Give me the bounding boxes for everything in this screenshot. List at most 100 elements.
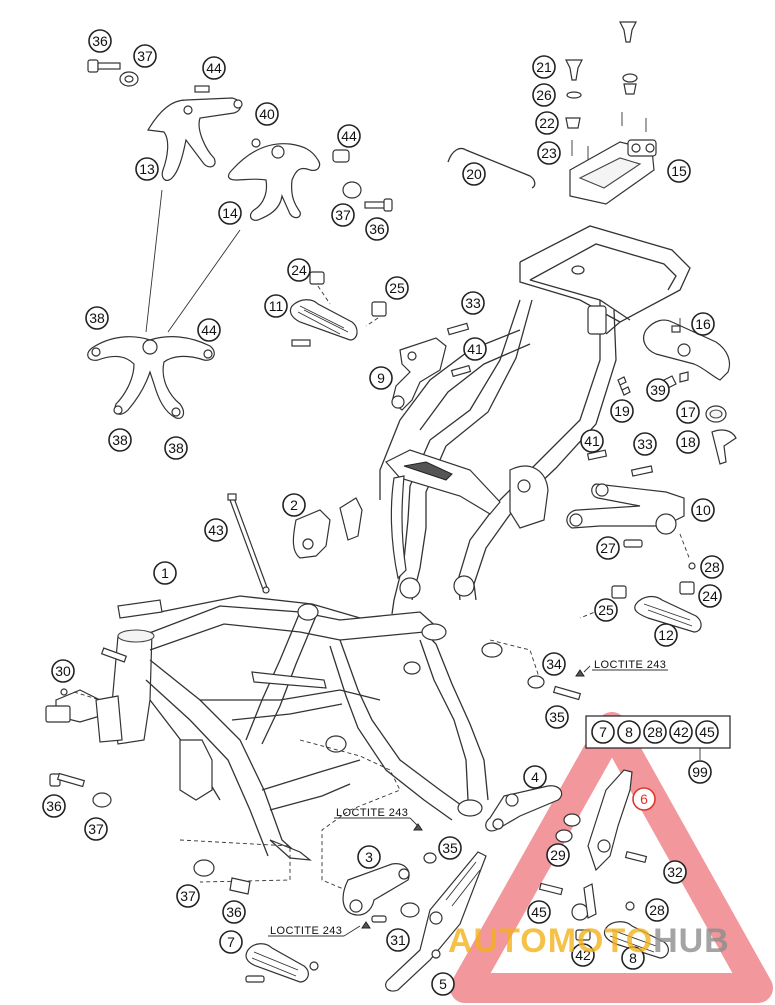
callout-1: 1 xyxy=(153,561,177,585)
callout-25: 25 xyxy=(594,598,618,622)
kit-callout-42: 42 xyxy=(669,720,693,744)
callout-44: 44 xyxy=(197,318,221,342)
svg-text:28: 28 xyxy=(647,724,663,740)
kit-callout-7: 7 xyxy=(591,720,615,744)
svg-text:38: 38 xyxy=(112,432,128,448)
callout-41: 41 xyxy=(463,337,487,361)
svg-text:6: 6 xyxy=(640,791,648,807)
footrest-bracket-10 xyxy=(566,449,696,570)
svg-text:19: 19 xyxy=(614,403,630,419)
svg-text:10: 10 xyxy=(695,502,711,518)
svg-text:18: 18 xyxy=(680,434,696,450)
footrest-11 xyxy=(289,271,387,347)
svg-text:34: 34 xyxy=(546,656,562,672)
callout-33: 33 xyxy=(461,291,485,315)
spring-19 xyxy=(617,376,631,396)
callout-5: 5 xyxy=(431,972,455,996)
bolt-36-top xyxy=(87,59,121,73)
bolt-36-mid xyxy=(364,198,393,212)
dashed-leaders xyxy=(73,609,601,897)
bracket-13 xyxy=(147,97,242,182)
svg-text:41: 41 xyxy=(584,433,600,449)
washer-26 xyxy=(566,91,582,99)
watermark-text: AUTOMOTOHUB xyxy=(448,922,729,960)
callout-45: 45 xyxy=(527,900,551,924)
bolt-35 xyxy=(552,685,582,701)
bushing-34 xyxy=(527,675,545,689)
heel-guard-6 xyxy=(587,769,648,872)
callout-37: 37 xyxy=(133,44,157,68)
svg-text:15: 15 xyxy=(671,163,687,179)
nut-40 xyxy=(251,138,261,148)
svg-text:4: 4 xyxy=(531,769,539,785)
svg-text:31: 31 xyxy=(390,932,406,948)
callout-38: 38 xyxy=(164,436,188,460)
svg-text:17: 17 xyxy=(680,404,696,420)
svg-text:37: 37 xyxy=(335,207,351,223)
svg-text:1: 1 xyxy=(161,565,169,581)
loctite-note-center: LOCTITE 243 xyxy=(336,807,408,819)
callout-10: 10 xyxy=(691,498,715,522)
spacer-37-top xyxy=(119,71,139,87)
watermark-logo xyxy=(450,712,773,1003)
svg-text:37: 37 xyxy=(180,888,196,904)
plate-25 xyxy=(371,301,387,317)
callout-31: 31 xyxy=(386,928,410,952)
callout-13: 13 xyxy=(135,157,159,181)
svg-text:38: 38 xyxy=(89,310,105,326)
svg-text:41: 41 xyxy=(467,341,483,357)
triple-plate-38 xyxy=(87,336,215,419)
svg-text:33: 33 xyxy=(637,436,653,452)
callout-15: 15 xyxy=(667,159,691,183)
callout-36: 36 xyxy=(365,217,389,241)
kit-callout-45: 45 xyxy=(695,720,719,744)
svg-text:40: 40 xyxy=(259,106,275,122)
callout-18: 18 xyxy=(676,430,700,454)
callout-23: 23 xyxy=(537,141,561,165)
plate-24b xyxy=(679,581,695,595)
callout-20: 20 xyxy=(462,162,486,186)
callout-29: 29 xyxy=(546,843,570,867)
callout-40: 40 xyxy=(255,102,279,126)
callout-36: 36 xyxy=(42,794,66,818)
callout-16: 16 xyxy=(691,312,715,336)
grommet-22 xyxy=(565,117,581,129)
svg-text:11: 11 xyxy=(269,298,284,314)
svg-text:21: 21 xyxy=(536,59,552,75)
bracket-2 xyxy=(292,497,363,559)
callout-17: 17 xyxy=(676,400,700,424)
svg-text:44: 44 xyxy=(206,60,222,76)
svg-text:16: 16 xyxy=(695,316,711,332)
callout-35: 35 xyxy=(545,705,569,729)
callout-12: 12 xyxy=(654,623,678,647)
spacer-37-mid xyxy=(342,181,362,199)
svg-text:37: 37 xyxy=(88,821,104,837)
svg-text:24: 24 xyxy=(702,588,718,604)
footrest-bracket-9 xyxy=(391,322,472,411)
svg-text:43: 43 xyxy=(208,522,224,538)
spacer-37-bottom xyxy=(193,859,215,877)
svg-text:39: 39 xyxy=(650,382,666,398)
svg-text:44: 44 xyxy=(201,322,217,338)
svg-text:44: 44 xyxy=(341,128,357,144)
svg-text:26: 26 xyxy=(536,87,552,103)
callout-25: 25 xyxy=(385,276,409,300)
callout-7: 7 xyxy=(219,930,243,954)
bracket-14 xyxy=(227,143,321,221)
callout-8: 8 xyxy=(621,946,645,970)
bolt-36-bottom xyxy=(229,877,251,895)
callout-37: 37 xyxy=(84,817,108,841)
hook-18 xyxy=(711,429,737,465)
callout-24: 24 xyxy=(287,258,311,282)
rear-subframe xyxy=(379,225,691,615)
callout-30: 30 xyxy=(51,659,75,683)
svg-text:12: 12 xyxy=(658,627,674,643)
callout-22: 22 xyxy=(535,111,559,135)
loctite-note-right: LOCTITE 243 xyxy=(594,659,666,671)
svg-text:45: 45 xyxy=(699,724,715,740)
loctite-notes: LOCTITE 243 LOCTITE 243 LOCTITE 243 xyxy=(268,659,668,937)
left-hardware xyxy=(45,647,128,808)
loctite-drop-right xyxy=(575,669,585,677)
svg-text:3: 3 xyxy=(365,849,373,865)
callout-41: 41 xyxy=(580,429,604,453)
